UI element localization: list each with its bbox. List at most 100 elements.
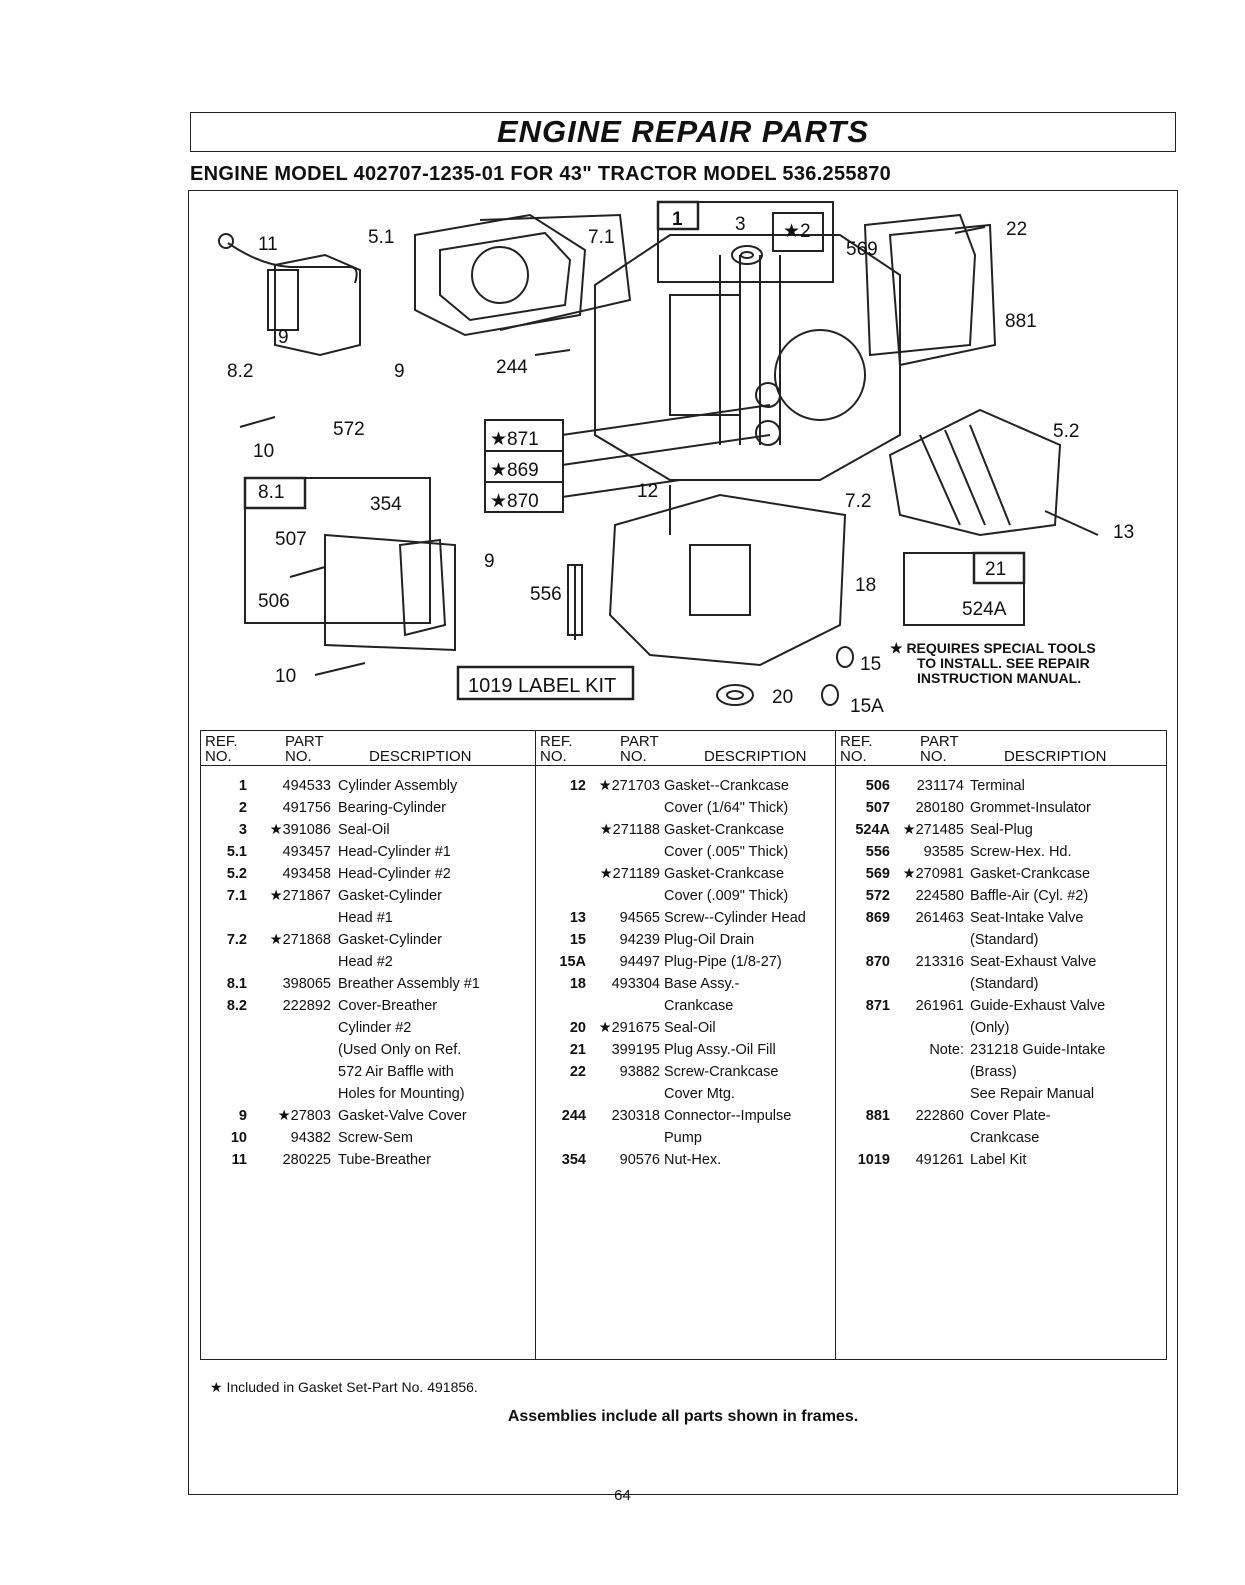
part-description: Nut-Hex. xyxy=(664,1152,722,1168)
callout: 506 xyxy=(258,591,290,612)
part-description: Tube-Breather xyxy=(338,1152,431,1168)
part-description: Gasket-Cylinder xyxy=(338,888,442,904)
callout: 244 xyxy=(496,357,528,378)
part-description: (Used Only on Ref. xyxy=(338,1042,462,1058)
part-number: 493304 xyxy=(611,976,660,992)
ref-number: 2 xyxy=(238,800,247,816)
diagram-drawing: 11 5.1 7.1 1 3 ★2 569 22 881 9 8.2 9 244… xyxy=(218,200,1134,717)
ref-number: 20 xyxy=(569,1020,586,1036)
callout: 18 xyxy=(855,575,876,596)
callout: 8.1 xyxy=(258,482,284,503)
callout: 524A xyxy=(962,599,1007,620)
part-number: 94565 xyxy=(619,910,660,926)
callout: 12 xyxy=(637,481,658,502)
callout: 569 xyxy=(846,239,878,260)
table-row: (Brass) xyxy=(836,1061,1166,1083)
header-ref: REF. xyxy=(205,733,238,750)
callout: 9 xyxy=(278,327,289,348)
header-part-no: NO. xyxy=(920,748,947,765)
ref-number: 244 xyxy=(561,1108,586,1124)
special-tools-note: ★ REQUIRES SPECIAL TOOLS xyxy=(890,640,1096,656)
cylinder-head-2-drawing xyxy=(888,408,1062,537)
part-number: 491261 xyxy=(915,1152,964,1168)
ref-number: 869 xyxy=(865,910,890,926)
ref-number: 1 xyxy=(238,778,247,794)
special-tools-note: INSTRUCTION MANUAL. xyxy=(917,670,1081,686)
header-ref: REF. xyxy=(840,733,873,750)
part-number: ★391086 xyxy=(269,822,331,838)
part-number: 280225 xyxy=(282,1152,331,1168)
callout: 3 xyxy=(735,214,746,235)
part-number: 93585 xyxy=(923,844,964,860)
callout: 7.2 xyxy=(845,491,871,512)
callout: 10 xyxy=(253,441,274,462)
table-header: REF. NO. PART NO. DESCRIPTION xyxy=(201,731,535,766)
part-description: Head #2 xyxy=(338,954,393,970)
table-row: Pump xyxy=(536,1127,835,1149)
table-row: 572 Air Baffle with xyxy=(201,1061,535,1083)
part-description: (Only) xyxy=(970,1020,1010,1036)
table-row: Head #1 xyxy=(201,907,535,929)
ref-number: 871 xyxy=(865,998,890,1014)
callout: 11 xyxy=(258,234,278,255)
gasket-set-footnote: ★ Included in Gasket Set-Part No. 491856… xyxy=(210,1379,478,1395)
part-description: Breather Assembly #1 xyxy=(338,976,480,992)
callout: ★2 xyxy=(783,221,811,242)
frame-21 xyxy=(903,552,1025,626)
crankcase-cover-drawing xyxy=(863,213,977,357)
part-description: Gasket--Crankcase xyxy=(664,778,789,794)
page-number: 64 xyxy=(614,1487,631,1504)
table-header: REF. NO. PART NO. DESCRIPTION xyxy=(536,731,835,766)
part-description: Base Assy.- xyxy=(664,976,740,992)
part-description: Grommet-Insulator xyxy=(970,800,1091,816)
callout: 881 xyxy=(1005,311,1037,332)
part-description: Label Kit xyxy=(970,1152,1027,1168)
part-description: Gasket-Cylinder xyxy=(338,932,442,948)
callout: ★870 xyxy=(490,491,539,512)
ref-number: 881 xyxy=(865,1108,890,1124)
ref-number: 9 xyxy=(238,1108,247,1124)
part-description: Seal-Plug xyxy=(970,822,1033,838)
ref-number: 7.1 xyxy=(226,888,247,904)
callout: 13 xyxy=(1113,522,1134,543)
part-description: Baffle-Air (Cyl. #2) xyxy=(970,888,1089,904)
ref-number: 8.1 xyxy=(226,976,247,992)
frame-starred-seats xyxy=(484,419,564,513)
part-number: 213316 xyxy=(915,954,964,970)
part-description: Gasket-Valve Cover xyxy=(338,1108,467,1124)
part-description: (Standard) xyxy=(970,932,1039,948)
ref-number: 506 xyxy=(865,778,890,794)
ref-number: 1019 xyxy=(857,1152,890,1168)
part-number: ★271189 xyxy=(599,866,660,882)
part-description: Cover-Breather xyxy=(338,998,438,1014)
table-row: Cylinder #2 xyxy=(201,1017,535,1039)
part-description: Seal-Oil xyxy=(338,822,390,838)
part-number: 261463 xyxy=(915,910,964,926)
part-description: Cover Plate- xyxy=(970,1108,1051,1124)
part-number: ★271485 xyxy=(902,822,964,838)
ref-number: 10 xyxy=(230,1130,247,1146)
header-part: PART xyxy=(285,733,324,750)
table-row: Crankcase xyxy=(836,1127,1166,1149)
